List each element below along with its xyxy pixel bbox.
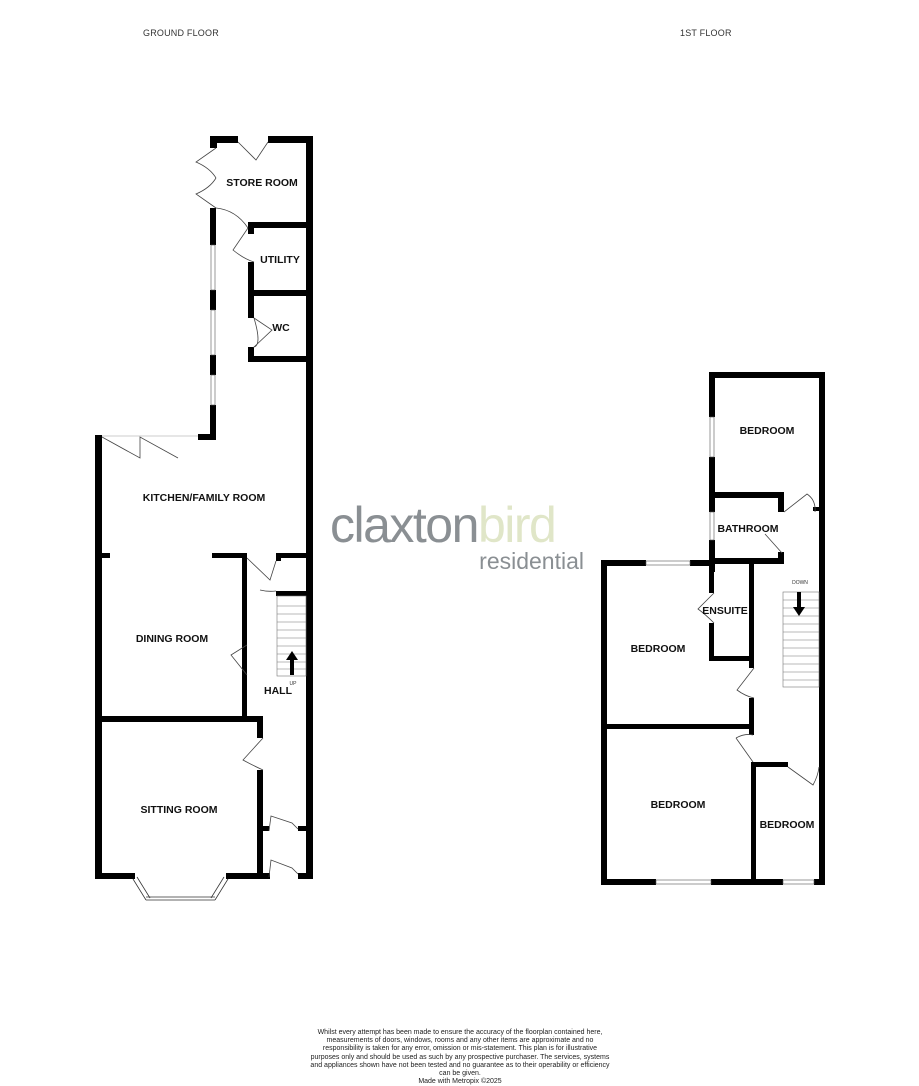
room-label-sitting: SITTING ROOM <box>140 804 218 816</box>
ground-floor-title: GROUND FLOOR <box>143 28 219 38</box>
room-label-wc: WC <box>272 322 290 334</box>
logo-part-bird: bird <box>477 497 557 553</box>
room-label-bathroom: BATHROOM <box>717 523 779 535</box>
down-arrow-icon <box>793 592 805 616</box>
logo-part-claxton: claxton <box>330 497 479 553</box>
room-label-bedroom-middle: BEDROOM <box>630 643 686 655</box>
room-label-store-room: STORE ROOM <box>226 177 298 189</box>
room-label-utility: UTILITY <box>260 254 300 266</box>
room-label-bedroom-rear: BEDROOM <box>739 425 795 437</box>
disclaimer-text: Whilst every attempt has been made to en… <box>310 1029 610 1078</box>
claxtonbird-logo: claxtonbird residential <box>330 500 590 575</box>
room-label-hall: HALL <box>264 685 292 697</box>
up-arrow-icon <box>286 651 298 675</box>
logo-subtitle: residential <box>479 548 584 574</box>
room-label-dining: DINING ROOM <box>135 633 209 645</box>
stairs-down-label: DOWN <box>792 580 808 586</box>
room-label-bedroom-front: BEDROOM <box>650 799 706 811</box>
room-label-kitchen: KITCHEN/FAMILY ROOM <box>142 492 266 504</box>
stairs-up-label: UP <box>289 681 297 687</box>
room-label-bedroom-small: BEDROOM <box>759 819 815 831</box>
room-label-ensuite: ENSUITE <box>702 605 748 617</box>
disclaimer: Whilst every attempt has been made to en… <box>310 1029 610 1086</box>
disclaimer-credit: Made with Metropix ©2025 <box>418 1078 502 1086</box>
first-floor-title: 1ST FLOOR <box>680 28 732 38</box>
